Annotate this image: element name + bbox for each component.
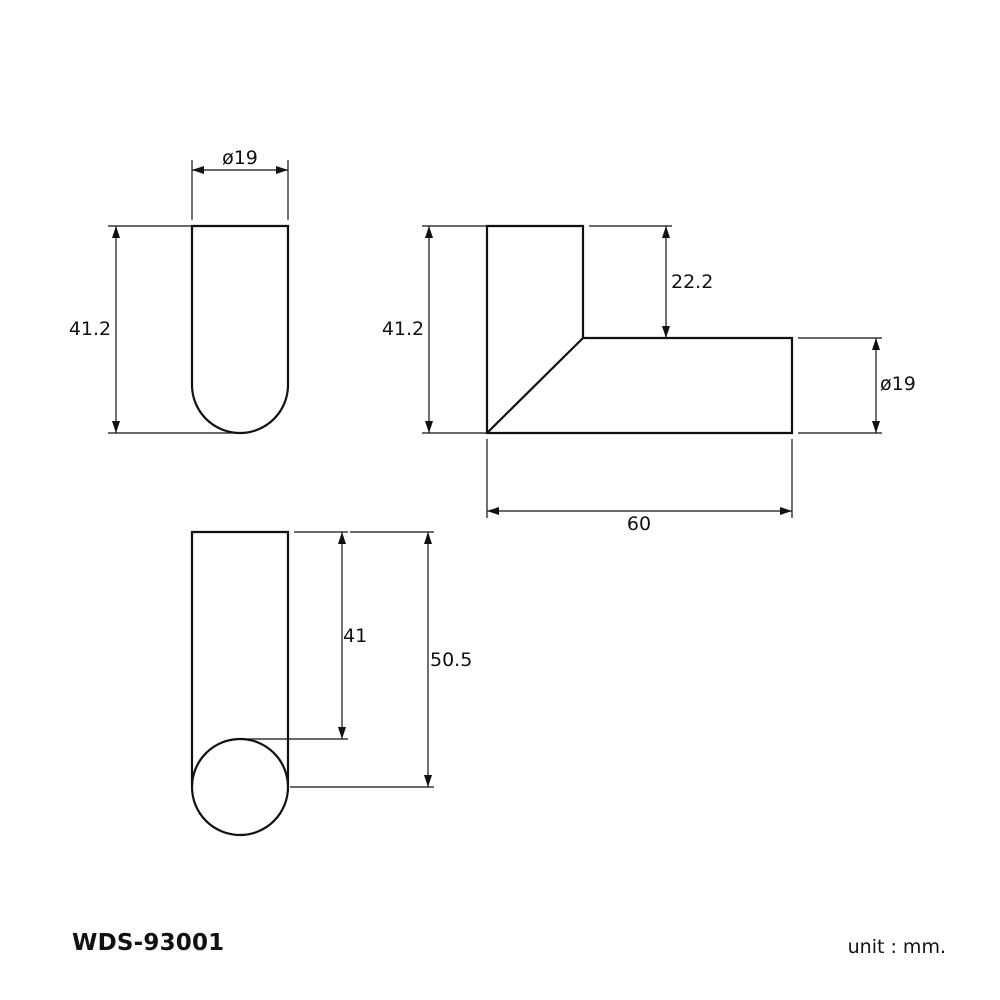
top-view: 41 50.5: [190, 530, 472, 837]
side-view-bevel-line: [486, 337, 584, 434]
side-view: 41.2 22.2 ø19 60: [382, 224, 916, 535]
side-arm-label: ø19: [880, 373, 916, 395]
side-view-outline: [485, 224, 794, 435]
top-view-end-circle: [190, 737, 290, 837]
top-inner-label: 41: [343, 625, 367, 647]
front-width-label: ø19: [222, 147, 258, 169]
front-height-label: 41.2: [69, 318, 111, 340]
side-upper-label: 22.2: [671, 271, 713, 293]
top-view-body: [190, 530, 290, 785]
front-view: ø19 41.2: [69, 147, 290, 435]
unit-label: unit : mm.: [847, 936, 946, 958]
model-code: WDS-93001: [72, 930, 225, 956]
side-height-label: 41.2: [382, 318, 424, 340]
top-total-label: 50.5: [430, 649, 472, 671]
side-length-label: 60: [627, 513, 651, 535]
front-view-outline: [190, 224, 290, 435]
